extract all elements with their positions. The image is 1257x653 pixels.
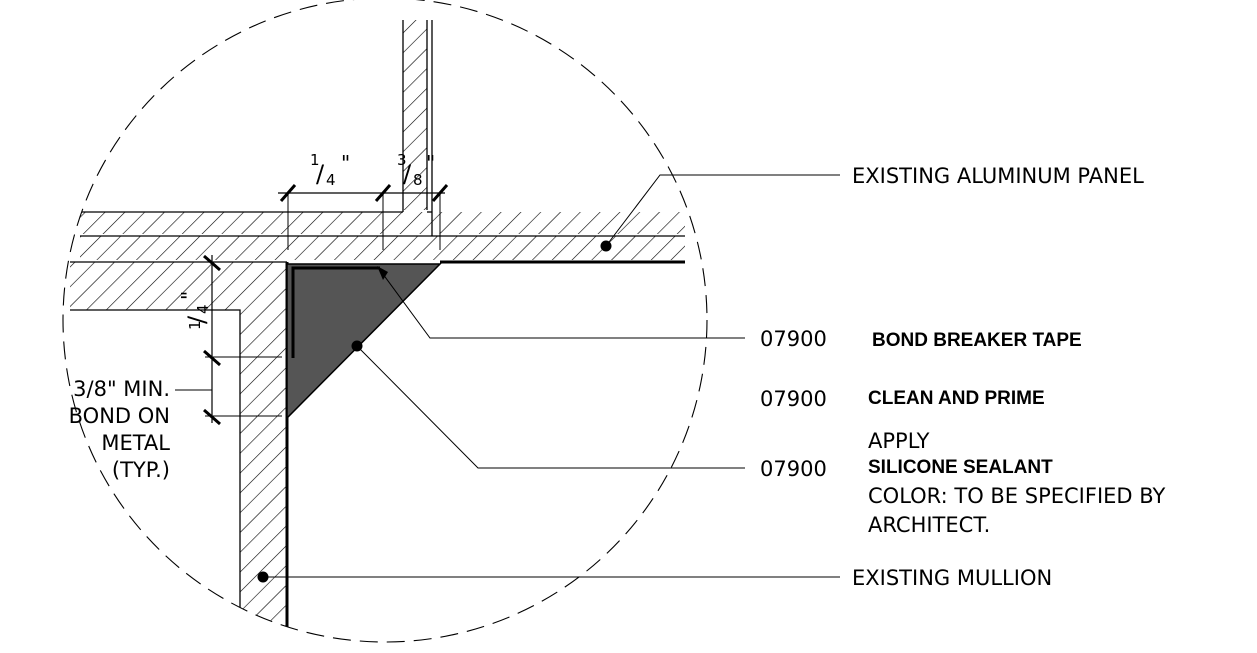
code-sealant: 07900 [760, 457, 827, 481]
label-sealant-color-1: COLOR: TO BE SPECIFIED BY [868, 484, 1166, 508]
dim-quarter-inch-vertical: 1 / 4 " [177, 291, 212, 330]
svg-text:/: / [403, 160, 412, 188]
label-existing-aluminum-panel: EXISTING ALUMINUM PANEL [852, 164, 1144, 188]
bond-on-metal-note: 3/8" MIN. BOND ON METAL (TYP.) [69, 377, 171, 482]
svg-text:4: 4 [326, 171, 336, 189]
sealant-dot [351, 340, 363, 352]
bond-breaker-tape [291, 266, 380, 358]
mullion-section [70, 261, 289, 642]
label-sealant-color-2: ARCHITECT. [868, 513, 990, 537]
label-clean-and-prime: CLEAN AND PRIME [868, 388, 1045, 409]
code-clean-prime: 07900 [760, 387, 827, 411]
code-bond-breaker: 07900 [760, 327, 827, 351]
svg-text:": " [341, 151, 350, 175]
svg-text:METAL: METAL [101, 431, 170, 455]
svg-text:/: / [316, 160, 325, 188]
svg-text:3/8" MIN.: 3/8" MIN. [73, 377, 170, 401]
svg-text:1: 1 [186, 320, 204, 330]
label-bond-breaker-tape: BOND BREAKER TAPE [872, 330, 1082, 351]
aluminum-panel-dot [600, 240, 612, 252]
label-silicone-sealant: SILICONE SEALANT [868, 457, 1053, 478]
svg-text:3: 3 [397, 151, 407, 169]
mullion-dot [257, 571, 269, 583]
svg-text:BOND ON: BOND ON [69, 404, 170, 428]
upper-vertical-panel [402, 20, 428, 210]
bond-breaker-arrowhead [377, 266, 388, 280]
svg-text:8: 8 [413, 171, 423, 189]
top-dimension-line [278, 184, 449, 250]
detail-boundary-circle [62, 0, 708, 643]
svg-text:": " [426, 151, 435, 175]
label-apply: APPLY [868, 429, 930, 453]
leader-lines [263, 174, 840, 578]
vertical-dimension-line [203, 254, 282, 426]
dim-quarter-inch-top: 1 / 4 " [310, 151, 350, 189]
svg-text:": " [177, 291, 201, 300]
label-existing-mullion: EXISTING MULLION [852, 566, 1052, 590]
svg-text:/: / [183, 315, 211, 324]
svg-text:4: 4 [194, 304, 212, 314]
svg-text:1: 1 [310, 151, 320, 169]
dim-three-eighths-top: 3 / 8 " [397, 151, 435, 189]
svg-text:(TYP.): (TYP.) [112, 458, 170, 482]
silicone-sealant-bead [286, 263, 442, 420]
